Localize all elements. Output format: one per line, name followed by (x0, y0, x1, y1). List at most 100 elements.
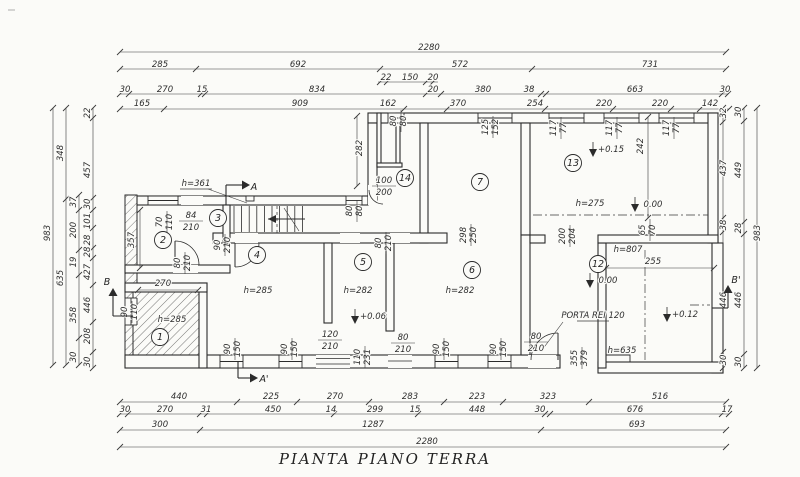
dim-tick (722, 65, 730, 73)
dimension-label: 270 (157, 85, 173, 95)
dim-tick (740, 364, 748, 372)
dimension-label: 731 (642, 60, 658, 70)
opening-size: 80 (173, 258, 183, 269)
opening-size: 355 (570, 350, 580, 366)
opening-size: 80 (399, 116, 409, 127)
dim-tick (724, 90, 732, 98)
opening-size: 200 (558, 228, 568, 244)
dim-tick (116, 48, 124, 56)
dimension-label: 285 (152, 60, 168, 70)
dim-tick (62, 195, 70, 203)
dimension-label: 663 (627, 85, 643, 95)
opening-size: 150 (442, 341, 452, 357)
dim-tick (194, 286, 202, 294)
room-number-circle (209, 209, 227, 227)
dimension-label: 450 (265, 405, 281, 415)
dim-tick (422, 90, 430, 98)
hatch-area (132, 291, 200, 359)
dimension-label: 14 (326, 405, 337, 415)
opening-size: 90 (432, 344, 442, 355)
dimension-label: 427 (83, 263, 93, 280)
room-number: 3 (215, 213, 221, 224)
dim-tick (541, 410, 549, 418)
level-label: 0.00 (599, 276, 618, 286)
door-swing-arc (174, 240, 200, 266)
opening-size: 77 (615, 122, 625, 133)
dimension-label: 30 (734, 107, 744, 118)
dim-tick (541, 105, 549, 113)
door-opening (528, 355, 556, 368)
dimension-label: 516 (652, 392, 669, 402)
room-number: 7 (477, 177, 483, 188)
dimension-label: 19 (69, 257, 79, 268)
wall (529, 234, 546, 244)
staircase (233, 206, 305, 233)
dimension-label: 220 (596, 99, 612, 109)
dimension-label: 30 (719, 355, 729, 366)
opening-size: 210 (223, 237, 233, 253)
opening-size: 77 (559, 122, 569, 133)
dimension-label: 380 (475, 85, 491, 95)
level-mark-triangle (631, 204, 639, 212)
room-number-circle (463, 261, 481, 279)
dim-tick (196, 426, 204, 434)
dim-tick (353, 112, 361, 120)
dimension-label: 38 (524, 85, 535, 95)
dimension-label: 22 (83, 108, 93, 119)
dim-tick (89, 254, 97, 262)
opening-size: 90 (223, 344, 233, 355)
dim-tick (353, 182, 361, 190)
door-opening (388, 355, 412, 368)
room-number: 12 (592, 259, 604, 270)
level-label: +0.12 (672, 310, 698, 320)
dimension-label: 358 (69, 306, 79, 323)
dimension-label: 28 (734, 222, 744, 233)
section-label: B' (731, 275, 740, 286)
dim-tick (376, 78, 384, 86)
dim-tick (89, 206, 97, 214)
dimension-label: 909 (292, 99, 308, 109)
room-number: 14 (399, 173, 411, 184)
dimension-label: 446 (734, 291, 744, 308)
opening-size: 100 (376, 176, 392, 186)
dimension-label: 208 (83, 327, 93, 344)
wall (323, 242, 333, 324)
dim-tick (89, 318, 97, 326)
dim-tick (376, 65, 384, 73)
dim-tick (719, 348, 727, 356)
dim-tick (667, 105, 675, 113)
dim-tick (440, 398, 448, 406)
dim-tick (546, 410, 554, 418)
dim-tick (740, 104, 748, 112)
dimension-label: 370 (450, 99, 466, 109)
dim-tick (725, 105, 733, 113)
dim-tick (89, 281, 97, 289)
dim-tick (116, 443, 124, 451)
door-swing-arc (530, 332, 559, 361)
dim-tick (89, 114, 97, 122)
dimension-label: 983 (753, 225, 763, 241)
dimension-label: 37 (69, 196, 79, 207)
opening-size: 90 (489, 344, 499, 355)
dimension-label: 32 (719, 108, 729, 119)
dim-tick (722, 443, 730, 451)
dimension-label: 282 (355, 140, 365, 156)
dimension-label: 22 (381, 73, 392, 83)
dim-tick (740, 117, 748, 125)
dimension-label: 254 (527, 99, 543, 109)
dimension-label: 323 (540, 392, 556, 402)
dimension-label: 223 (469, 392, 485, 402)
room-number-circle (248, 246, 266, 264)
level-mark-triangle (589, 149, 597, 157)
opening-size: 210 (528, 344, 544, 354)
dim-tick (499, 398, 507, 406)
dimension-label: 30 (535, 405, 546, 415)
leader-line (207, 188, 248, 204)
dim-tick (719, 214, 727, 222)
dim-tick (722, 398, 730, 406)
dimension-label: 692 (290, 60, 306, 70)
door-opening (340, 233, 360, 243)
dimension-label: 30 (83, 199, 93, 210)
room-number-circle (564, 154, 582, 172)
fire-door-label: PORTA REI 120 (561, 311, 624, 321)
